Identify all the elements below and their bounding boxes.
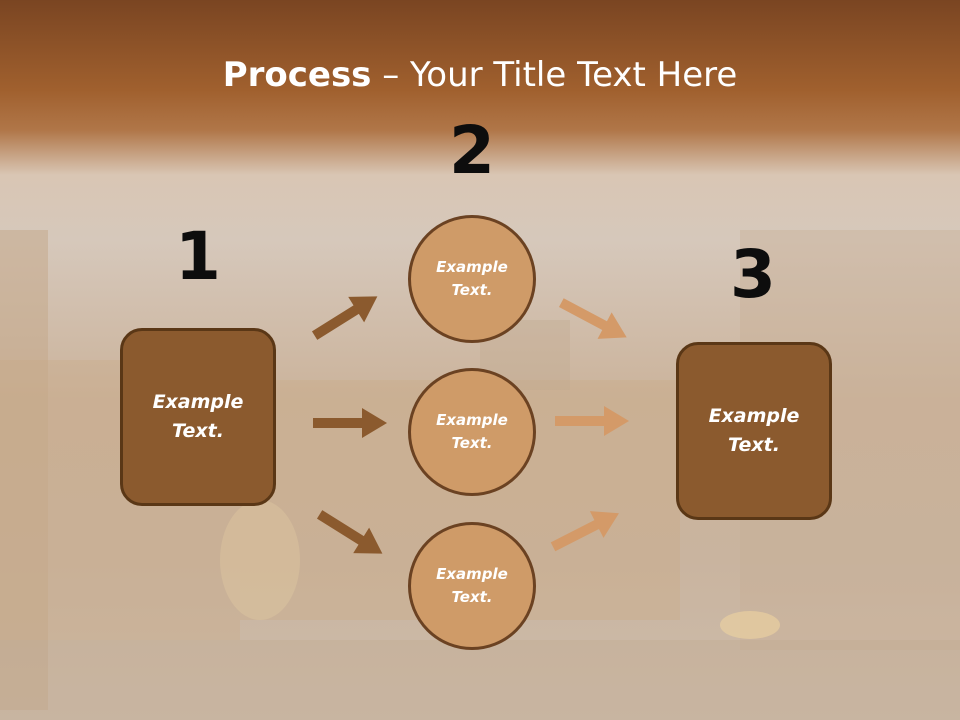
arrow-middle-to-right [555,406,629,436]
step-number-2: 2 [449,112,495,189]
box-step-1: Example Text. [120,328,276,506]
circle-bottom: Example Text. [408,522,536,650]
slide-title: Process – Your Title Text Here [0,54,960,96]
box-step-3-label: Example Text. [708,405,800,456]
arrow-bottom-to-right [550,511,619,552]
arrow-left-to-top [311,296,378,340]
arrow-left-to-middle [313,408,387,438]
step-number-3: 3 [730,236,776,313]
circle-bottom-label: Example Text. [436,565,508,606]
arrow-top-to-right [558,298,627,339]
title-bold: Process [222,55,372,95]
circle-top: Example Text. [408,215,536,343]
step-number-1: 1 [175,218,221,295]
title-rest: – Your Title Text Here [371,55,738,95]
box-step-3: Example Text. [676,342,832,520]
circle-middle: Example Text. [408,368,536,496]
box-step-1-label: Example Text. [152,391,244,442]
arrow-left-to-bottom [316,510,383,554]
circle-middle-label: Example Text. [436,411,508,452]
circle-top-label: Example Text. [436,258,508,299]
